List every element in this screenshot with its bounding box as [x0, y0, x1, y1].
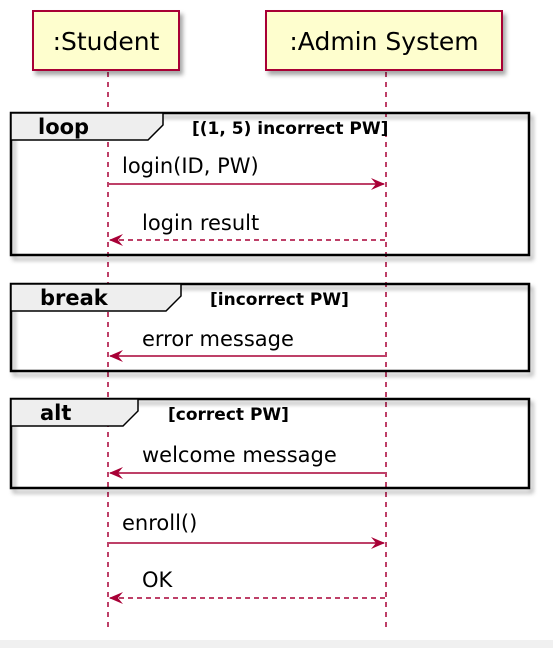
fragment-alt: alt [correct PW] — [9, 397, 531, 490]
fragment-loop-frame — [9, 111, 531, 257]
participant-student: :Student — [32, 10, 180, 71]
fragment-loop-header — [10, 112, 164, 141]
fragment-break-frame — [9, 282, 531, 373]
message-welcome-label: welcome message — [142, 443, 337, 467]
participant-admin-label: :Admin System — [289, 27, 478, 56]
message-login-result-label: login result — [142, 211, 259, 235]
fragment-loop-guard: [(1, 5) incorrect PW] — [192, 119, 388, 139]
fragment-break: break [incorrect PW] — [9, 282, 531, 373]
fragment-alt-frame — [9, 397, 531, 490]
participant-student-label: :Student — [53, 27, 160, 56]
fragment-loop-keyword: loop — [38, 115, 89, 139]
fragment-break-keyword: break — [40, 286, 109, 310]
footer-band — [0, 640, 553, 648]
message-login-label: login(ID, PW) — [122, 154, 259, 178]
message-enroll-label: enroll() — [122, 511, 197, 535]
fragment-alt-keyword: alt — [40, 401, 71, 425]
fragment-break-guard: [incorrect PW] — [210, 290, 349, 310]
fragment-alt-guard: [correct PW] — [168, 405, 289, 425]
participant-admin-system: :Admin System — [265, 10, 503, 71]
message-ok-label: OK — [142, 568, 174, 592]
fragment-alt-header — [10, 398, 139, 427]
fragment-loop: loop [(1, 5) incorrect PW] — [9, 111, 531, 257]
fragment-break-header — [10, 283, 182, 312]
message-error-label: error message — [142, 327, 294, 351]
